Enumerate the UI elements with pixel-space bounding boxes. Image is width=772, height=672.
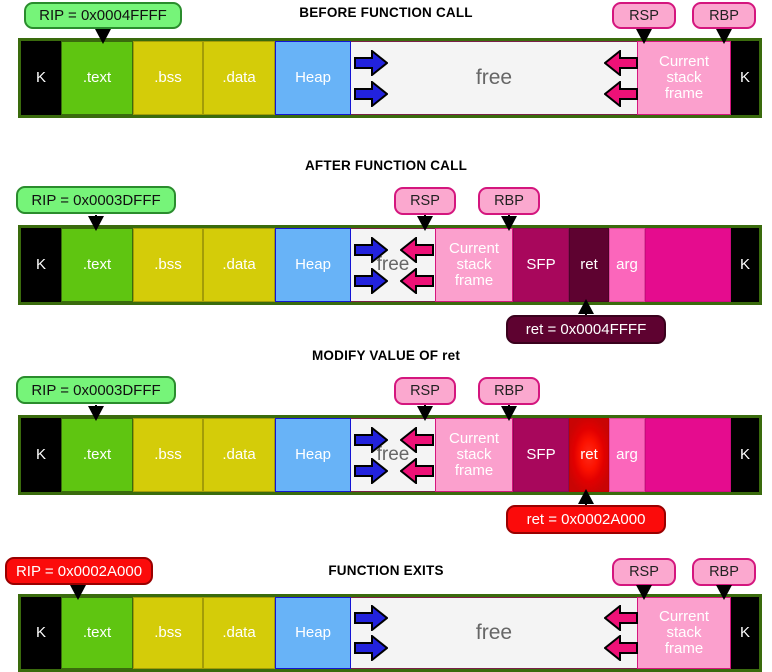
block-ret-modify: ret <box>569 418 609 492</box>
block-free-before: free <box>351 41 637 115</box>
block-kernel-high-exits: K <box>731 597 759 669</box>
block-bss-after: .bss <box>133 228 203 302</box>
free-label-after: free <box>376 253 410 275</box>
block-current-stack-frame-after: Current stack frame <box>435 228 513 302</box>
block-old-stack-modify <box>645 418 731 492</box>
block-free-modify: free <box>351 418 435 492</box>
ret-value-callout-modify: ret = 0x0002A000 <box>506 505 666 534</box>
block-old-stack-after <box>645 228 731 302</box>
section-title-exits: FUNCTION EXITS <box>328 563 444 578</box>
memory-bar-before: K .text .bss .data Heap free Current sta… <box>18 38 762 118</box>
memory-bar-exits: K .text .bss .data Heap free Current sta… <box>18 594 762 672</box>
block-kernel-high-modify: K <box>731 418 759 492</box>
free-label-before: free <box>475 65 513 89</box>
block-data-after: .data <box>203 228 275 302</box>
rbp-callout-before: RBP <box>692 2 756 29</box>
rip-callout-modify: RIP = 0x0003DFFF <box>16 376 176 404</box>
block-kernel-low-modify: K <box>21 418 61 492</box>
rsp-callout-modify: RSP <box>394 377 456 405</box>
block-kernel-low-exits: K <box>21 597 61 669</box>
rip-callout-after: RIP = 0x0003DFFF <box>16 186 176 214</box>
block-heap-before: Heap <box>275 41 351 115</box>
block-kernel-low-before: K <box>21 41 61 115</box>
block-text-after: .text <box>61 228 133 302</box>
block-ret-after: ret <box>569 228 609 302</box>
block-current-stack-frame-modify: Current stack frame <box>435 418 513 492</box>
rbp-callout-modify: RBP <box>478 377 540 405</box>
block-text-exits: .text <box>61 597 133 669</box>
block-text-before: .text <box>61 41 133 115</box>
memory-bar-after: K .text .bss .data Heap free Current sta… <box>18 225 762 305</box>
free-label-exits: free <box>475 620 513 644</box>
ret-value-callout-after: ret = 0x0004FFFF <box>506 315 666 344</box>
block-text-modify: .text <box>61 418 133 492</box>
rsp-callout-after: RSP <box>394 187 456 215</box>
section-title-after: AFTER FUNCTION CALL <box>304 158 468 173</box>
block-bss-exits: .bss <box>133 597 203 669</box>
block-heap-after: Heap <box>275 228 351 302</box>
rip-callout-before: RIP = 0x0004FFFF <box>24 2 182 29</box>
rbp-callout-exits: RBP <box>692 558 756 586</box>
block-heap-exits: Heap <box>275 597 351 669</box>
section-title-before: BEFORE FUNCTION CALL <box>299 5 473 20</box>
block-bss-before: .bss <box>133 41 203 115</box>
section-title-modify: MODIFY VALUE OF ret <box>311 348 461 363</box>
block-data-before: .data <box>203 41 275 115</box>
block-data-exits: .data <box>203 597 275 669</box>
rip-callout-exits: RIP = 0x0002A000 <box>5 557 153 585</box>
block-current-stack-frame-exits: Current stack frame <box>637 597 731 669</box>
block-free-after: free <box>351 228 435 302</box>
block-bss-modify: .bss <box>133 418 203 492</box>
block-arg-modify: arg <box>609 418 645 492</box>
free-label-modify: free <box>376 443 410 465</box>
block-heap-modify: Heap <box>275 418 351 492</box>
block-current-stack-frame-before: Current stack frame <box>637 41 731 115</box>
block-sfp-after: SFP <box>513 228 569 302</box>
block-free-exits: free <box>351 597 637 669</box>
block-kernel-high-before: K <box>731 41 759 115</box>
rbp-callout-after: RBP <box>478 187 540 215</box>
rsp-callout-before: RSP <box>612 2 676 29</box>
block-data-modify: .data <box>203 418 275 492</box>
rsp-callout-exits: RSP <box>612 558 676 586</box>
memory-bar-modify: K .text .bss .data Heap free Current sta… <box>18 415 762 495</box>
block-kernel-low-after: K <box>21 228 61 302</box>
block-sfp-modify: SFP <box>513 418 569 492</box>
block-arg-after: arg <box>609 228 645 302</box>
block-kernel-high-after: K <box>731 228 759 302</box>
